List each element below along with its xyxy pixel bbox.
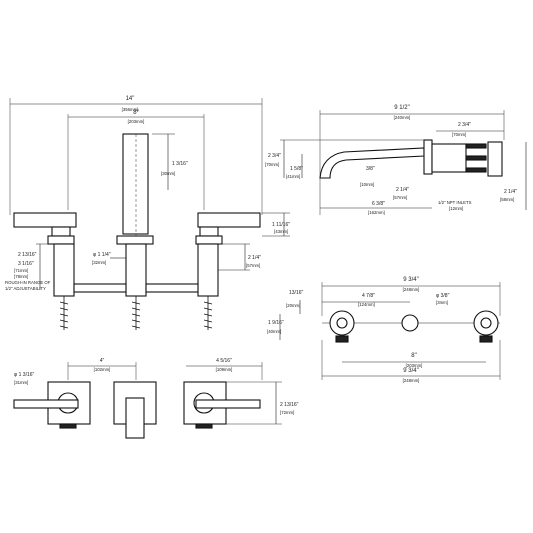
wall-plate — [423, 139, 433, 175]
front-overall-width-mm: [356mm] — [122, 107, 139, 112]
spout-base: 2 1/4" — [396, 187, 409, 193]
valve-left-height-bottom-mm: [40mm] — [267, 329, 281, 334]
plate-depth-mm: [70mm] — [452, 132, 466, 137]
spout-reach-mm: [162mm] — [368, 210, 385, 215]
front-center-spacing-mm: [203mm] — [128, 119, 145, 124]
plan-plate-height: 2 13/16" — [280, 402, 299, 408]
rough-in-note-1: ROUGH-IN RANGE OF — [5, 280, 51, 285]
right-handle-lever — [197, 212, 261, 228]
valve-inner-width: 4 7/8" — [362, 293, 375, 299]
left-valve-body — [53, 243, 75, 297]
left-plan-lever — [13, 399, 79, 409]
plan-spacing-mm: [102mm] — [94, 367, 111, 372]
handle-height-mm: [43mm] — [274, 229, 288, 234]
valve-dia: φ 1 1/4" — [93, 252, 111, 258]
inlet-note: 1/2" NPT INLETS — [438, 200, 472, 205]
plate-depth: 2 3/4" — [458, 122, 471, 128]
side-height-mm: [70mm] — [265, 162, 279, 167]
left-depth-mm-a: [71mm] — [14, 268, 28, 273]
valve-top-width-mm: [248mm] — [403, 287, 420, 292]
spout-height-mm: [30mm] — [161, 171, 175, 176]
handle-height: 1 11/16" — [272, 222, 290, 228]
valve-view: 9 3/4" [248mm] 4 7/8" [124mm] φ 3/8" [3m… — [267, 277, 501, 383]
plan-plate-width-mm: [109mm] — [216, 367, 233, 372]
left-depth-a: 2 13/16" — [18, 252, 37, 258]
left-depth-b: 3 1/16" — [18, 261, 34, 267]
plan-knob-dia: φ 1 3/16" — [14, 372, 35, 378]
center-valve-body — [125, 243, 147, 297]
body-depth-mm: [58mm] — [500, 197, 514, 202]
right-plan-lever — [195, 399, 261, 409]
spout-drop-mm: [41mm] — [286, 174, 300, 179]
center-valve-port — [401, 314, 419, 332]
valve-left-height-bottom: 1 9/16" — [268, 320, 284, 326]
tip-size: 3/8" — [366, 166, 375, 172]
side-length-mm: [240mm] — [394, 115, 411, 120]
spout-reach: 6 3/8" — [372, 201, 385, 207]
side-height: 2 3/4" — [268, 153, 281, 159]
side-length: 9 1/2" — [394, 105, 409, 111]
spout-height: 1 3/16" — [172, 161, 188, 167]
inlet-note-mm: [12mm] — [449, 206, 463, 211]
spout-column — [122, 133, 149, 235]
plan-spacing: 4" — [100, 358, 105, 364]
left-screw — [59, 296, 69, 330]
tip-size-mm: [10mm] — [360, 182, 374, 187]
side-view: 9 1/2" [240mm] 2 3/4" [70mm] 2 3/4" [70m… — [265, 105, 527, 215]
spout-arm — [319, 147, 425, 179]
valve-inner-width-mm: [124mm] — [358, 302, 375, 307]
right-screw — [203, 296, 213, 330]
valve-port-dia: φ 3/8" — [436, 293, 450, 299]
valve-dia-mm: [32mm] — [92, 260, 106, 265]
right-valve-body — [197, 243, 219, 297]
body-depth: 2 1/4" — [504, 189, 517, 195]
plan-plate-height-mm: [72mm] — [280, 410, 294, 415]
valve-left-height-top-mm: [20mm] — [286, 303, 300, 308]
valve-center-spacing-mm: [203mm] — [406, 363, 423, 368]
front-overall-width: 14" — [126, 96, 135, 102]
right-depth-mm: [57mm] — [246, 263, 260, 268]
valve-bottom-width-mm: [248mm] — [403, 378, 420, 383]
valve-center-spacing: 8" — [411, 353, 416, 359]
left-depth-mm-b: [78mm] — [14, 274, 28, 279]
spout-base-mm: [57mm] — [393, 195, 407, 200]
valve-bottom-width: 9 3/4" — [403, 368, 418, 374]
left-handle-lever — [13, 212, 77, 228]
plan-knob-dia-mm: [31mm] — [14, 380, 28, 385]
center-screw — [131, 296, 141, 330]
plan-plate-width: 4 5/16" — [216, 358, 232, 364]
valve-left-height-top: 13/16" — [289, 290, 304, 296]
valve-top-width: 9 3/4" — [403, 277, 418, 283]
valve-port-dia-mm: [3mm] — [436, 300, 448, 305]
plan-view: 4" [102mm] 4 5/16" [109mm] φ 1 3/16" [31… — [13, 358, 299, 439]
front-view: 14" [356mm] 8" [203mm] 1 3/16" [30mm] 1 … — [5, 96, 290, 330]
spout-drop: 1 5/8" — [290, 166, 303, 172]
rough-in-note-2: 1/2" ADJUSTABILITY — [5, 286, 46, 291]
right-depth: 2 1/4" — [248, 255, 261, 261]
front-center-spacing: 8" — [133, 110, 138, 116]
